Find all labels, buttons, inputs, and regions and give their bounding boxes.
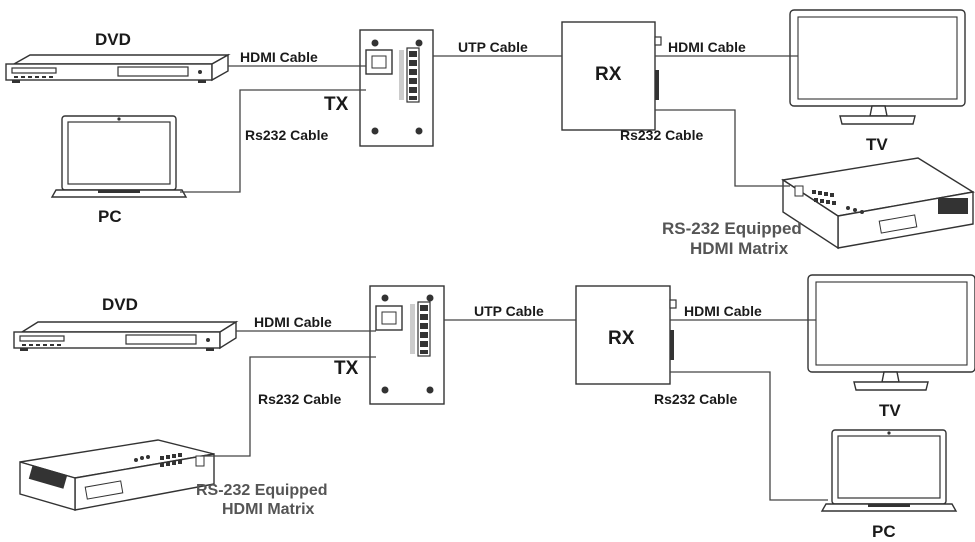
top-dvd-player — [5, 53, 231, 83]
top-tx-label: TX — [324, 94, 349, 115]
bottom-tv — [807, 274, 975, 391]
top-hdmi-matrix — [781, 157, 975, 250]
top-matrix-label-line2: HDMI Matrix — [690, 239, 789, 258]
bottom-tx-transmitter — [369, 285, 445, 405]
top-rx-receiver — [561, 21, 662, 131]
bottom-rs232-out-label: Rs232 Cable — [654, 391, 737, 407]
bottom-matrix-label-line2: HDMI Matrix — [222, 501, 315, 518]
bottom-rx-receiver — [575, 285, 677, 385]
bottom-matrix-label-line1: RS-232 Equipped — [196, 482, 328, 499]
top-rs232-out-wire — [655, 109, 790, 187]
bottom-pc-laptop — [820, 429, 958, 512]
top-pc-laptop — [50, 115, 188, 198]
bottom-tx-label: TX — [334, 358, 359, 379]
bottom-rs232-in-wire — [200, 356, 376, 457]
top-tx-transmitter — [359, 29, 434, 147]
top-utp-label: UTP Cable — [458, 39, 528, 55]
top-pc-label: PC — [98, 207, 122, 226]
bottom-rx-label: RX — [608, 328, 635, 349]
bottom-diagram: DVD RS-232 Equipped HDMI Matrix — [13, 274, 975, 541]
bottom-utp-label: UTP Cable — [474, 303, 544, 319]
top-rs232-out-label: Rs232 Cable — [620, 127, 703, 143]
bottom-rs232-out-wire — [670, 371, 828, 501]
bottom-hdmi-in-label: HDMI Cable — [254, 314, 332, 330]
top-matrix-label-line1: RS-232 Equipped — [662, 219, 802, 238]
top-rx-label: RX — [595, 64, 622, 85]
bottom-dvd-player — [13, 320, 239, 351]
top-tv — [789, 9, 966, 125]
bottom-dvd-label: DVD — [102, 295, 138, 314]
top-hdmi-in-label: HDMI Cable — [240, 49, 318, 65]
top-tv-label: TV — [866, 135, 888, 154]
top-hdmi-out-label: HDMI Cable — [668, 39, 746, 55]
top-diagram: DVD PC TX — [5, 9, 975, 258]
bottom-hdmi-out-label: HDMI Cable — [684, 303, 762, 319]
top-rs232-in-label: Rs232 Cable — [245, 127, 328, 143]
top-dvd-label: DVD — [95, 30, 131, 49]
top-rs232-in-wire — [180, 89, 366, 193]
bottom-rs232-in-label: Rs232 Cable — [258, 391, 341, 407]
bottom-tv-label: TV — [879, 401, 901, 420]
bottom-hdmi-matrix — [19, 439, 215, 511]
bottom-pc-label: PC — [872, 522, 896, 541]
